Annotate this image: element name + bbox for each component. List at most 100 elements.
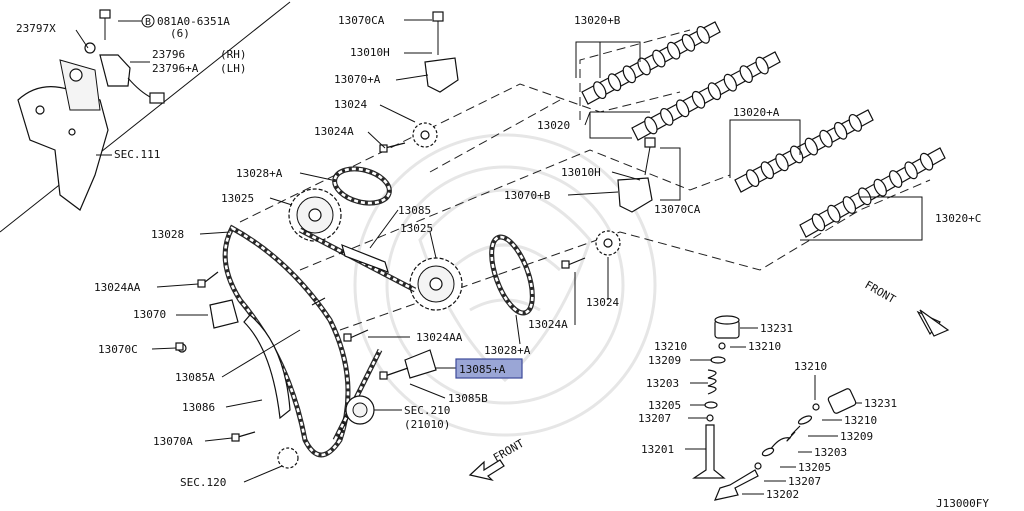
cam-sprocket-13024-upper xyxy=(412,122,438,148)
cam-lobe xyxy=(723,73,738,92)
cam-lobe xyxy=(811,213,826,232)
labels: 23797X 081A0-6351A (6) 23796 (RH) 23796+… xyxy=(16,14,989,510)
cam-lobe xyxy=(593,81,607,99)
label-13020c: 13020+C xyxy=(935,212,981,225)
label-r13202: 13202 xyxy=(766,488,799,501)
cam-lobe xyxy=(888,170,903,188)
cam-lobe xyxy=(755,56,769,75)
cam-lobe xyxy=(660,108,674,126)
front-arrow-right xyxy=(916,309,950,337)
watermark-emblem xyxy=(353,133,657,437)
label-13010h-top: 13010H xyxy=(350,46,390,59)
secondary-chain-13028a-upper xyxy=(332,166,392,206)
secondary-chain-13028a-mid xyxy=(489,234,535,316)
cam-lobe xyxy=(745,169,760,187)
label-sec120: SEC.120 xyxy=(180,476,226,489)
label-13085a-highlight: 13085+A xyxy=(459,363,506,376)
cam-lobe xyxy=(681,33,696,52)
label-13070: 13070 xyxy=(133,308,166,321)
label-v13207: 13207 xyxy=(638,412,671,425)
label-13020b: 13020+B xyxy=(574,14,621,27)
label-v13201: 13201 xyxy=(641,443,674,456)
label-13024-mid: 13024 xyxy=(586,296,619,309)
label-13085a: 13085A xyxy=(175,371,215,384)
cam-lobe xyxy=(760,161,775,180)
label-r13207: 13207 xyxy=(788,475,821,488)
label-r13205: 13205 xyxy=(798,461,831,474)
label-r13203: 13203 xyxy=(814,446,847,459)
label-13024aa-mid: 13024AA xyxy=(416,331,463,344)
label-13025-top: 13025 xyxy=(221,192,254,205)
cam-lobe xyxy=(622,65,637,84)
label-13028a-top: 13028+A xyxy=(236,167,283,180)
label-v13231: 13231 xyxy=(760,322,793,335)
label-r13231: 13231 xyxy=(864,397,897,410)
label-23796-rh: (RH) xyxy=(220,48,247,61)
cam-lobe xyxy=(848,114,863,132)
label-13085b: 13085B xyxy=(448,392,488,405)
cam-lobe xyxy=(858,187,872,206)
label-sec210-sub: (21010) xyxy=(404,418,450,431)
vtc-solenoid-upper xyxy=(424,11,459,93)
label-081a0-bolt: 081A0-6351A xyxy=(157,15,230,28)
label-13070c: 13070C xyxy=(98,343,138,356)
front-arrow-bottom xyxy=(468,459,505,482)
label-v13205: 13205 xyxy=(648,399,681,412)
label-r13210b: 13210 xyxy=(844,414,877,427)
label-23796a: 23796+A xyxy=(152,62,199,75)
crank-sprocket-sec120 xyxy=(277,447,299,469)
label-sec210: SEC.210 xyxy=(404,404,450,417)
cam-lobe xyxy=(919,152,934,171)
cam-lobe xyxy=(904,161,918,180)
highlighted-part-13085a[interactable]: 13085+A xyxy=(455,358,523,379)
label-081a0-qty: (6) xyxy=(170,27,190,40)
camshaft-lobes xyxy=(593,26,934,232)
cam-lobe xyxy=(739,65,753,83)
label-23797x: 23797X xyxy=(16,22,56,35)
chain-guide-13085 xyxy=(341,244,389,273)
cam-lobe xyxy=(707,82,722,101)
label-13024a-mid: 13024A xyxy=(528,318,568,331)
cam-lobe xyxy=(804,137,819,156)
label-13020a: 13020+A xyxy=(733,106,780,119)
label-reference-code: J13000FY xyxy=(936,497,989,510)
valve-stack-left xyxy=(692,315,740,479)
label-13025-mid: 13025 xyxy=(400,222,433,235)
label-13070b: 13070+B xyxy=(504,189,551,202)
label-13070a-bottom: 13070A xyxy=(153,435,193,448)
vtc-solenoid-mid xyxy=(617,137,656,213)
label-13010h-mid: 13010H xyxy=(561,166,601,179)
cam-lobe xyxy=(666,41,681,60)
cam-lobe xyxy=(675,99,690,118)
cam-lobe xyxy=(696,26,710,44)
cam-lobe xyxy=(607,73,622,92)
leader-lines xyxy=(75,19,923,495)
inset-frame xyxy=(0,1,291,233)
cam-lobe xyxy=(833,121,848,140)
valve-stack-right xyxy=(714,388,857,501)
label-23796a-lh: (LH) xyxy=(220,62,247,75)
bolts xyxy=(175,142,586,442)
label-23796: 23796 xyxy=(152,48,185,61)
cam-lobe xyxy=(873,178,887,197)
cam-lobe xyxy=(842,196,857,214)
cam-lobe xyxy=(819,129,833,148)
cam-lobe xyxy=(652,49,666,68)
circled-b-icon: B xyxy=(141,14,155,28)
label-13070a-top: 13070+A xyxy=(334,73,381,86)
label-13028a-mid: 13028+A xyxy=(484,344,531,357)
cam-lobe xyxy=(775,153,789,172)
label-13024aa-left: 13024AA xyxy=(94,281,141,294)
label-13070ca-top: 13070CA xyxy=(338,14,385,27)
label-13086: 13086 xyxy=(182,401,215,414)
tensioner-arm-13086 xyxy=(243,314,291,420)
label-v13210a: 13210 xyxy=(654,340,687,353)
label-v13209: 13209 xyxy=(648,354,681,367)
label-v13210b: 13210 xyxy=(748,340,781,353)
guide-13085a-box xyxy=(404,349,437,379)
label-r13209: 13209 xyxy=(840,430,873,443)
label-v13203: 13203 xyxy=(646,377,679,390)
label-front-right: FRONT xyxy=(863,278,899,306)
tensioner-13070 xyxy=(177,299,239,353)
